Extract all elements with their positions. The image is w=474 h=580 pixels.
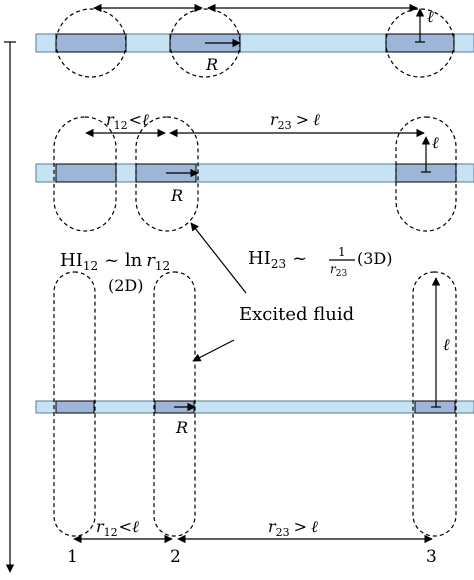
hi23-relation: HI23~: [248, 248, 307, 271]
hi23-numerator: 1: [338, 245, 346, 259]
particle-label-3: 3: [426, 547, 437, 567]
particle-1-row2: [55, 163, 117, 183]
fluid-region-1-row2: [53, 116, 117, 232]
particle-label-2: 2: [170, 547, 181, 567]
particle-1-row3: [55, 400, 95, 414]
fluid-region-3-row1: [385, 8, 455, 78]
fluid-region-1-row1: [55, 8, 127, 78]
excited-arrow-down: [192, 339, 235, 362]
fiber-band-3: [35, 400, 474, 414]
radius-label-row1: R: [205, 55, 218, 74]
fluid-region-2-row2: [135, 116, 199, 232]
fluid-region-2-row3: [153, 271, 196, 537]
r23-gt-ell-row3: r23>ℓ: [268, 517, 318, 539]
r23-gt-ell-row2: r23>ℓ: [270, 110, 320, 132]
particle-label-1: 1: [67, 547, 78, 567]
particle-1-row1: [55, 33, 127, 53]
hi23-dimension: (3D): [357, 249, 393, 268]
fiber-band-1: [35, 33, 474, 53]
radius-label-row3: R: [175, 418, 188, 437]
ell-label-row3: ℓ: [443, 335, 450, 354]
radius-label-row2: R: [170, 186, 183, 205]
row-1: ℓ R: [35, 3, 474, 78]
row-2: r12<ℓ r23>ℓ ℓ R: [35, 110, 474, 232]
excited-fluid-label: Excited fluid: [239, 304, 354, 325]
hi23-denominator: r23: [330, 262, 347, 279]
excited-arrow-up: [190, 222, 247, 294]
ell-label-row1: ℓ: [427, 7, 434, 26]
row-3: ℓ R r12<ℓ r23>ℓ 1 2 3: [35, 271, 474, 567]
ell-label-row2: ℓ: [432, 133, 439, 152]
hi12-dimension: (2D): [108, 276, 144, 295]
r12-lt-ell-row3: r12<ℓ: [96, 517, 139, 539]
r12-lt-ell-row2: r12<ℓ: [106, 110, 149, 132]
fluid-region-3-row2: [395, 116, 457, 232]
fluid-region-3-row3: [412, 271, 457, 537]
